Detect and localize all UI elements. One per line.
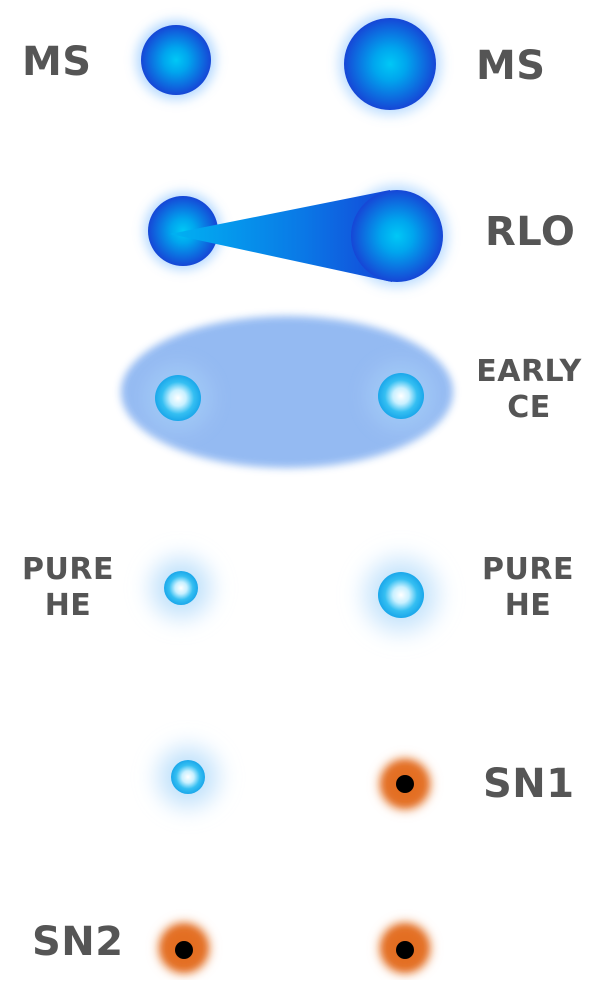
label-line: EARLY (476, 354, 582, 389)
label-rlo: RLO (485, 209, 576, 255)
stage-pure-he (137, 543, 453, 647)
stage-ms (130, 6, 448, 122)
he-star-left (164, 571, 198, 605)
he-core-left (155, 375, 201, 421)
label-ms-right: MS (476, 43, 546, 89)
label-line: HE (504, 588, 552, 623)
compact-remnant (175, 941, 193, 959)
he-core-right (378, 373, 424, 419)
stage-sn1 (144, 733, 437, 821)
common-envelope (121, 316, 453, 468)
mass-transfer-stream (170, 190, 392, 282)
stage-early-ce (121, 316, 453, 468)
label-sn1: SN1 (483, 761, 575, 807)
label-line: HE (44, 588, 92, 623)
label-line: PURE (482, 552, 574, 587)
donor-star (351, 190, 443, 282)
ms-star-right (344, 18, 436, 110)
label-sn2: SN2 (32, 919, 124, 965)
label-pure-he-left: PURE HE (18, 552, 118, 624)
accretor-star (148, 196, 218, 266)
ms-star-left (141, 25, 211, 95)
he-star-survivor (171, 760, 205, 794)
stage-sn2 (152, 916, 437, 980)
label-pure-he-right: PURE HE (478, 552, 578, 624)
stage-rlo (138, 178, 455, 294)
compact-remnant (396, 775, 414, 793)
label-ms-left: MS (22, 39, 92, 85)
label-early-ce: EARLY CE (468, 354, 590, 426)
he-star-right (378, 572, 424, 618)
compact-remnant (396, 941, 414, 959)
label-line: PURE (22, 552, 114, 587)
label-line: CE (507, 390, 551, 425)
